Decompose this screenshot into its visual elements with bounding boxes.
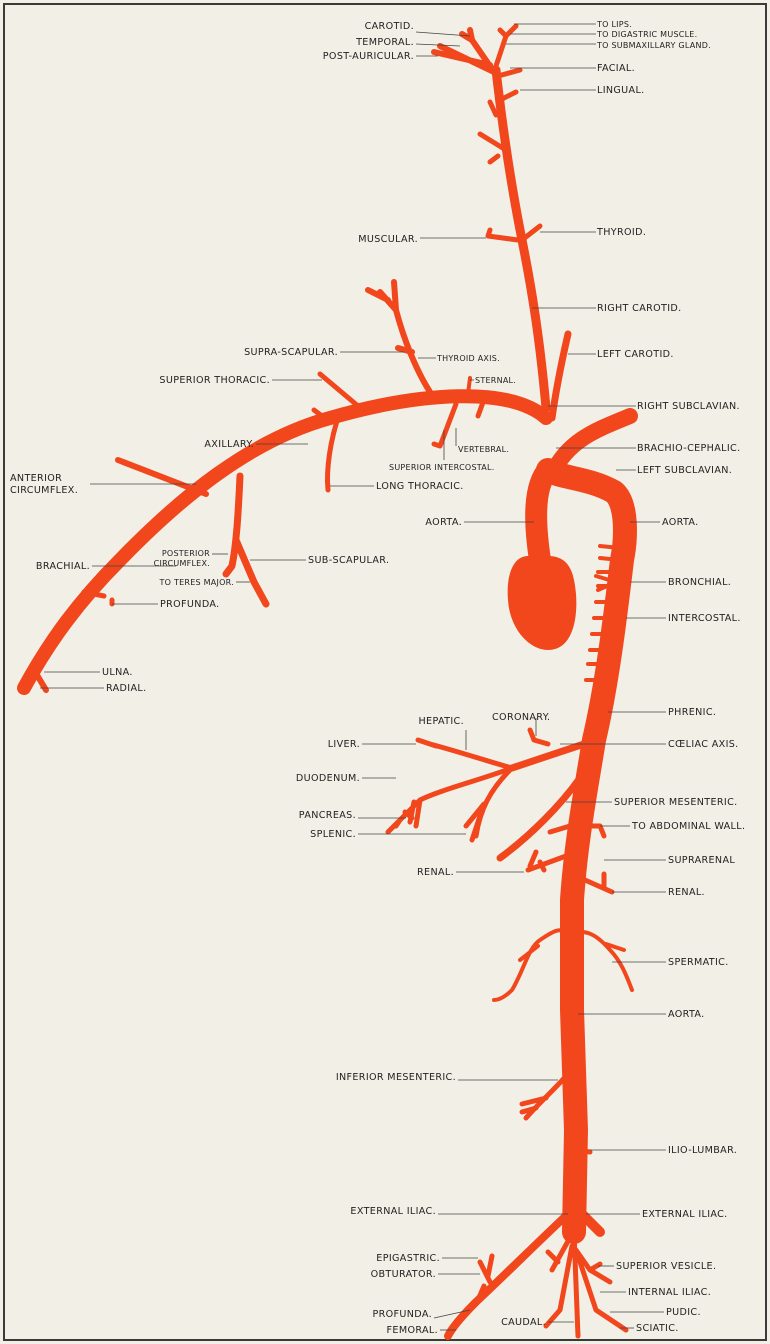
- label-right-carotid: RIGHT CAROTID.: [597, 303, 682, 314]
- phrenic-artery: [598, 712, 608, 714]
- intercostal-2: [600, 558, 620, 560]
- label-renal-left: RENAL.: [417, 867, 454, 878]
- left-carotid-artery: [552, 334, 568, 418]
- hepatic-artery: [418, 740, 512, 768]
- duodenum-branches: [388, 768, 512, 832]
- muscular-artery: [488, 230, 518, 240]
- label-anterior: ANTERIOR: [10, 473, 62, 484]
- label-splenic: SPLENIC.: [310, 829, 356, 840]
- label-to-submaxillary: TO SUBMAXILLARY GLAND.: [596, 41, 711, 50]
- label-superior-intercostal: SUPERIOR INTERCOSTAL.: [389, 463, 495, 472]
- label-left-subclavian: LEFT SUBCLAVIAN.: [637, 465, 732, 476]
- superior-thoracic-artery: [320, 374, 358, 406]
- label-profunda-leg: PROFUNDA.: [372, 1309, 432, 1320]
- label-renal-right: RENAL.: [668, 887, 705, 898]
- label-femoral: FEMORAL.: [387, 1325, 438, 1336]
- label-duodenum: DUODENUM.: [296, 773, 360, 784]
- label-superior-mesenteric: SUPERIOR MESENTERIC.: [614, 797, 738, 808]
- label-pudic: PUDIC.: [666, 1307, 701, 1318]
- label-thyroid: THYROID.: [596, 227, 646, 238]
- label-profunda-arm: PROFUNDA.: [160, 599, 220, 610]
- label-brachio-cephalic: BRACHIO-CEPHALIC.: [637, 443, 740, 454]
- label-muscular: MUSCULAR.: [358, 234, 418, 245]
- label-sub-scapular: SUB-SCAPULAR.: [308, 555, 389, 566]
- label-coronary: CORONARY.: [492, 712, 550, 723]
- label-to-teres-major: TO TERES MAJOR.: [159, 578, 235, 587]
- label-post-auricular: POST-AURICULAR.: [323, 51, 414, 62]
- label-axillary: AXILLARY.: [204, 439, 254, 450]
- label-coeliac-axis: CŒLIAC AXIS.: [668, 739, 739, 750]
- coronary-artery: [530, 730, 548, 744]
- label-phrenic: PHRENIC.: [668, 707, 716, 718]
- ilio-lumbar-artery: [576, 1150, 590, 1152]
- label-liver: LIVER.: [328, 739, 360, 750]
- label-to-digastric: TO DIGASTRIC MUSCLE.: [596, 30, 697, 39]
- label-obturator: OBTURATOR.: [371, 1269, 436, 1280]
- label-anterior-circumflex: CIRCUMFLEX.: [10, 485, 78, 496]
- label-epigastric: EPIGASTRIC.: [376, 1253, 440, 1264]
- label-carotid: CAROTID.: [365, 21, 414, 32]
- sternal-artery: [468, 378, 470, 394]
- arteries: [22, 26, 632, 1336]
- internal-iliac-arteries: [546, 1234, 626, 1330]
- anterior-circumflex-artery: [118, 460, 206, 494]
- label-facial: FACIAL.: [597, 63, 635, 74]
- label-suprarenal: SUPRARENAL: [668, 855, 735, 866]
- right-subclavian-artery: [24, 396, 546, 688]
- label-aorta-right: AORTA.: [662, 517, 699, 528]
- label-sternal: STERNAL.: [475, 376, 516, 385]
- label-posterior: POSTERIOR: [162, 549, 210, 558]
- label-spermatic: SPERMATIC.: [668, 957, 729, 968]
- label-hepatic: HEPATIC.: [418, 716, 464, 727]
- label-radial: RADIAL.: [106, 683, 146, 694]
- label-bronchial: BRONCHIAL.: [668, 577, 731, 588]
- label-brachial: BRACHIAL.: [36, 561, 90, 572]
- label-aorta-left: AORTA.: [425, 517, 462, 528]
- inferior-mesenteric-artery: [522, 1076, 566, 1118]
- label-external-iliac-left: EXTERNAL ILIAC.: [350, 1206, 436, 1217]
- label-sciatic: SCIATIC.: [636, 1323, 679, 1334]
- label-superior-vesicle: SUPERIOR VESICLE.: [616, 1261, 716, 1272]
- label-superior-thoracic: SUPERIOR THORACIC.: [159, 375, 270, 386]
- thyroid-axis: [368, 282, 430, 392]
- label-vertebral: VERTEBRAL.: [458, 445, 509, 454]
- label-to-abdominal-wall: TO ABDOMINAL WALL.: [631, 821, 745, 832]
- axillary-branch: [314, 410, 322, 416]
- label-aorta-lower: AORTA.: [668, 1009, 705, 1020]
- label-pancreas: PANCREAS.: [299, 810, 356, 821]
- labels: CAROTID. TEMPORAL. POST-AURICULAR. TO LI…: [10, 20, 745, 1336]
- heart-root: [536, 470, 548, 560]
- label-external-iliac-right: EXTERNAL ILIAC.: [642, 1209, 728, 1220]
- intercostal-1: [600, 546, 620, 548]
- label-caudal: CAUDAL.: [501, 1317, 546, 1328]
- label-ilio-lumbar: ILIO-LUMBAR.: [668, 1145, 737, 1156]
- label-long-thoracic: LONG THORACIC.: [376, 481, 464, 492]
- label-left-carotid: LEFT CAROTID.: [597, 349, 674, 360]
- label-internal-iliac: INTERNAL ILIAC.: [628, 1287, 711, 1298]
- label-ulna: ULNA.: [102, 667, 133, 678]
- label-intercostal: INTERCOSTAL.: [668, 613, 741, 624]
- label-temporal: TEMPORAL.: [355, 37, 414, 48]
- label-right-subclavian: RIGHT SUBCLAVIAN.: [637, 401, 740, 412]
- label-inferior-mesenteric: INFERIOR MESENTERIC.: [336, 1072, 456, 1083]
- label-to-lips: TO LIPS.: [596, 20, 632, 29]
- label-supra-scapular: SUPRA-SCAPULAR.: [244, 347, 338, 358]
- label-lingual: LINGUAL.: [597, 85, 645, 96]
- label-posterior-circumflex: CIRCUMFLEX.: [154, 559, 210, 568]
- label-thyroid-axis: THYROID AXIS.: [436, 354, 500, 363]
- head-branches: [434, 30, 494, 72]
- caudal-artery: [574, 1232, 578, 1336]
